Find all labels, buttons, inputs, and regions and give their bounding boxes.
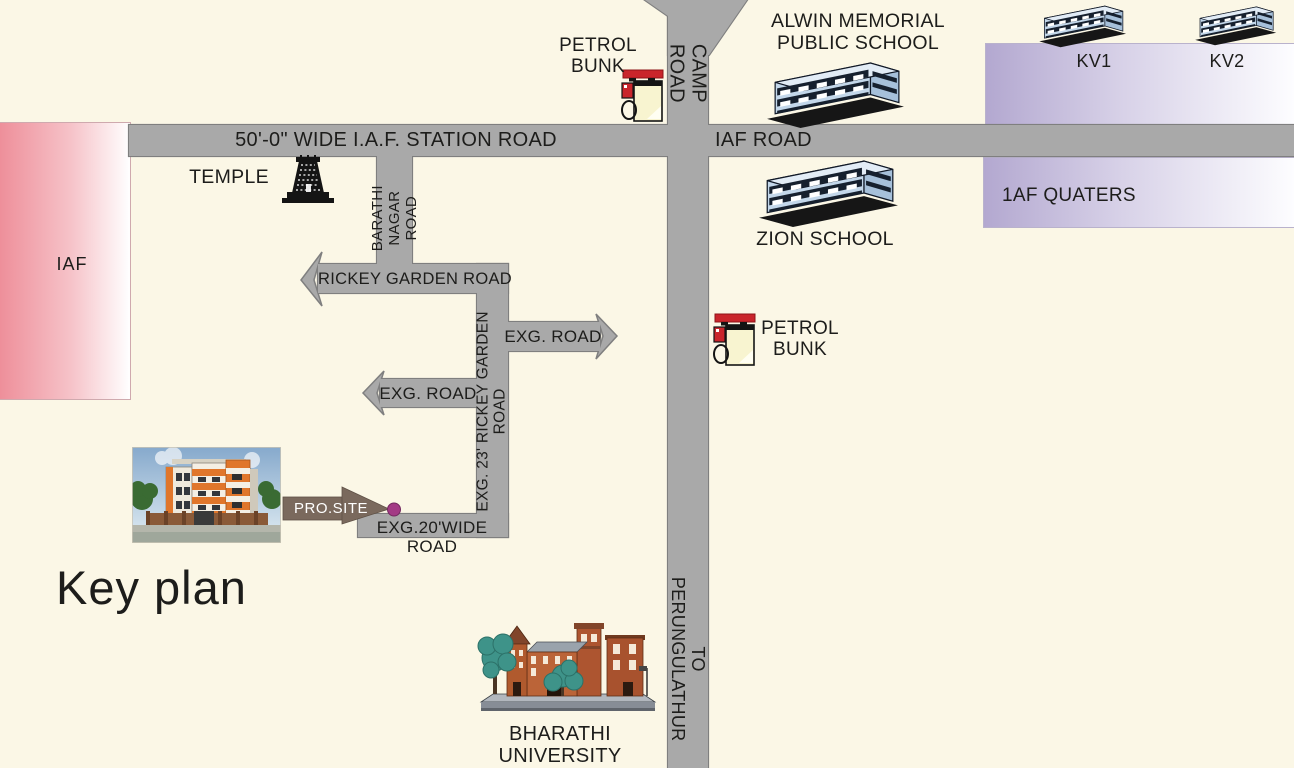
site-marker-dot <box>387 502 401 517</box>
kv1-label: KV1 <box>1076 51 1112 71</box>
iaf-road-label: IAF ROAD <box>715 129 812 151</box>
rickey-garden-road-label: RICKEY GARDEN ROAD <box>318 270 512 288</box>
exg-road-left-label: EXG. ROAD <box>379 384 477 403</box>
exg-20-wide-road-label: EXG.20'WIDE ROAD <box>376 518 488 557</box>
apartment-photo <box>132 447 281 543</box>
tree <box>477 633 584 692</box>
petrol-bunk-mid-label: PETROL BUNK <box>761 318 839 361</box>
iaf-zone-area <box>0 122 131 400</box>
exg-right-arrow <box>595 313 619 360</box>
school-building-icon <box>1194 5 1278 46</box>
school-building-icon <box>765 60 907 129</box>
roads-outline <box>127 0 1294 768</box>
pro-site-arrow <box>282 486 401 525</box>
school-building-icon <box>756 158 902 228</box>
station-road-label: 50'-0" WIDE I.A.F. STATION ROAD <box>235 129 557 151</box>
barathi-nagar-road-label: BARATHI NAGAR ROAD <box>368 185 420 252</box>
bharathi-university-label: BHARATHI UNIVERSITY <box>498 723 622 768</box>
university-icon <box>477 623 657 711</box>
tree <box>132 481 281 510</box>
camp-road-label: CAMP ROAD <box>665 43 710 103</box>
iaf-quaters-zone <box>983 157 1294 228</box>
zion-school-label: ZION SCHOOL <box>756 228 894 250</box>
exg-road-right-label: EXG. ROAD <box>504 327 602 346</box>
petrol-bunk-label: PETROL BUNK <box>559 35 637 78</box>
kv2-label: KV2 <box>1209 51 1245 71</box>
iaf-quaters-label: 1AF QUATERS <box>1002 185 1136 206</box>
alwin-school-label: ALWIN MEMORIAL PUBLIC SCHOOL <box>771 10 945 54</box>
temple-icon <box>282 155 334 203</box>
school-building-icon <box>1038 4 1128 48</box>
page-title: Key plan <box>56 561 247 614</box>
pro-site-label: PRO.SITE <box>294 500 369 517</box>
exg-left-arrow <box>361 370 385 416</box>
roads-fill <box>129 0 1294 768</box>
temple-label: TEMPLE <box>189 166 269 188</box>
rickey-road-arrow <box>300 251 323 307</box>
to-perungulathur-label: TO PERUNGULATHUR <box>668 576 709 742</box>
iaf-zone-label: IAF <box>56 254 88 274</box>
kv-schools-zone <box>985 43 1294 129</box>
